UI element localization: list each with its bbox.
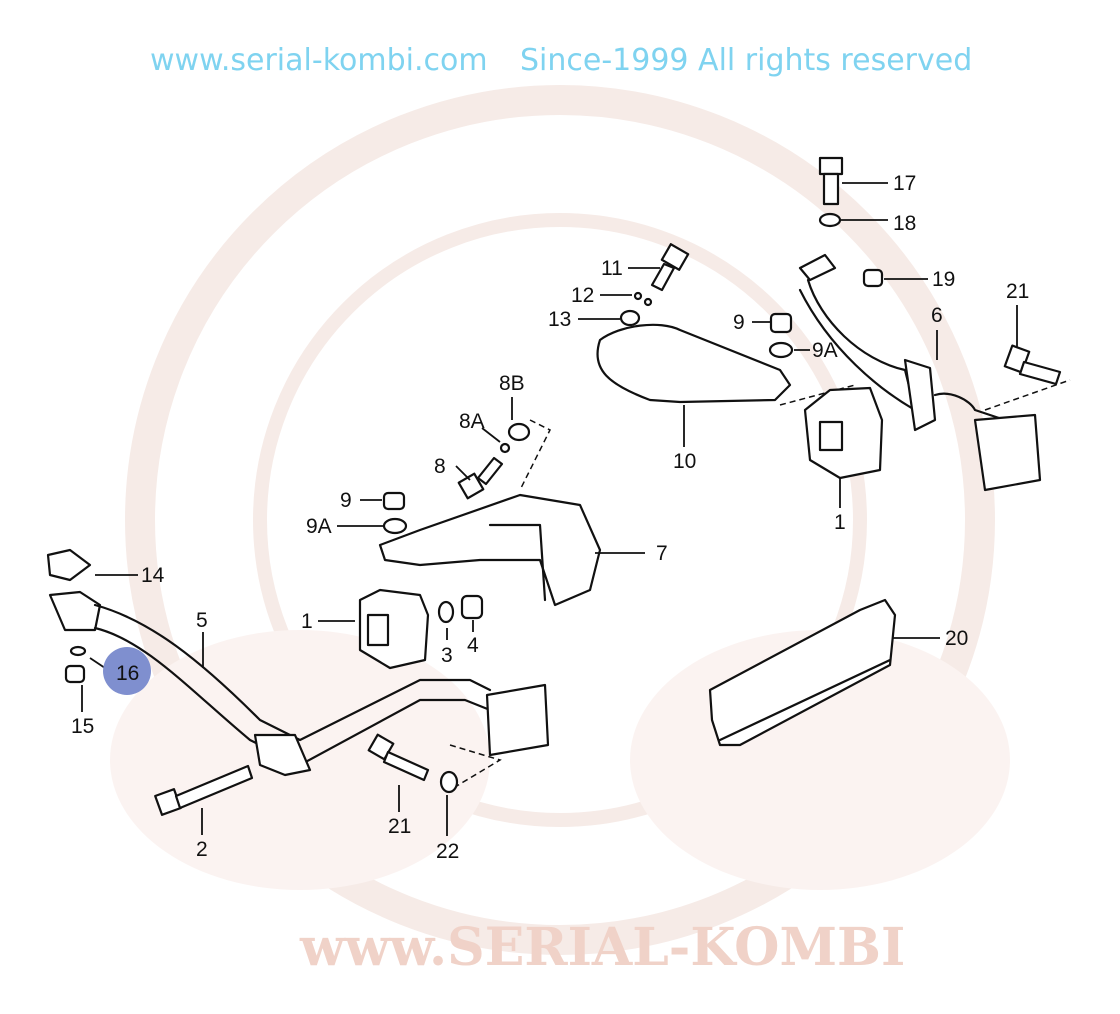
part-9A-washer (768, 341, 794, 359)
label-14[interactable]: 14 (141, 564, 165, 587)
part-19-nut (862, 268, 884, 288)
watermark-shapes (110, 85, 1010, 955)
label-22[interactable]: 22 (436, 840, 459, 863)
part-13-washer (619, 309, 641, 327)
label-1-right[interactable]: 1 (834, 511, 846, 534)
part-22-washer (439, 770, 459, 794)
part-7-carrier (378, 493, 602, 607)
label-8B[interactable]: 8B (499, 372, 525, 395)
label-9-right[interactable]: 9 (733, 311, 745, 334)
callout-labels: 17 18 19 21 6 11 12 13 9 9A 10 1 8B 8A 8… (71, 172, 1029, 863)
part-6-bracket (798, 253, 1071, 492)
watermark-brand: www.SERIAL-KOMBI (299, 917, 905, 978)
label-12[interactable]: 12 (571, 284, 594, 307)
label-11[interactable]: 11 (601, 257, 623, 280)
label-4[interactable]: 4 (467, 634, 479, 657)
part-11-bolt (650, 243, 690, 292)
part-1-mount-right (779, 384, 884, 480)
label-10[interactable]: 10 (673, 450, 696, 473)
label-17[interactable]: 17 (893, 172, 916, 195)
part-16-washer (69, 645, 87, 657)
part-21-bolt-right (1003, 344, 1062, 386)
part-21-bolt-left (367, 733, 430, 782)
label-2[interactable]: 2 (196, 838, 208, 861)
label-21-left[interactable]: 21 (388, 815, 411, 838)
label-15[interactable]: 15 (71, 715, 94, 738)
part-20-plate (708, 598, 897, 747)
label-5[interactable]: 5 (196, 609, 208, 632)
label-20[interactable]: 20 (945, 627, 968, 650)
part-9-nut-left (382, 491, 406, 511)
part-14-clip (46, 548, 92, 582)
part-10-heat-shield (596, 323, 792, 404)
label-1-left[interactable]: 1 (301, 610, 313, 633)
label-8A[interactable]: 8A (459, 410, 485, 433)
label-19[interactable]: 19 (932, 268, 955, 291)
label-21-right[interactable]: 21 (1006, 280, 1029, 303)
part-9-nut (769, 312, 793, 334)
plate-edge (718, 658, 892, 742)
part-15-nut (64, 664, 86, 684)
part-9A-washer-left (382, 517, 408, 535)
label-8[interactable]: 8 (434, 455, 446, 478)
label-9A-left[interactable]: 9A (306, 515, 332, 538)
highlight-marker (103, 647, 151, 695)
part-8A-lock-washer (499, 442, 511, 454)
part-2-bolt (154, 764, 254, 816)
part-5-crossmember (48, 590, 550, 791)
label-16[interactable]: 16 (116, 662, 139, 685)
label-7[interactable]: 7 (656, 542, 668, 565)
label-9-left[interactable]: 9 (340, 489, 352, 512)
watermark-since: Since-1999 All rights reserved (520, 43, 972, 78)
label-3[interactable]: 3 (441, 644, 453, 667)
part-3-washer (437, 600, 455, 624)
part-8B-washer (507, 422, 531, 442)
part-17-bolt (818, 156, 844, 206)
watermark-url: www.serial-kombi.com (150, 43, 488, 78)
part-12-lock-washer (633, 291, 653, 307)
label-18[interactable]: 18 (893, 212, 916, 235)
part-1-mount-left (358, 588, 430, 670)
part-18-washer (818, 212, 842, 228)
label-9A-right[interactable]: 9A (812, 339, 838, 362)
assembly-line (519, 419, 552, 491)
part-4-nut (460, 594, 484, 620)
leader-lines (81, 182, 1018, 836)
label-6[interactable]: 6 (931, 304, 943, 327)
label-13[interactable]: 13 (548, 308, 571, 331)
part-8-bolt (457, 456, 504, 500)
